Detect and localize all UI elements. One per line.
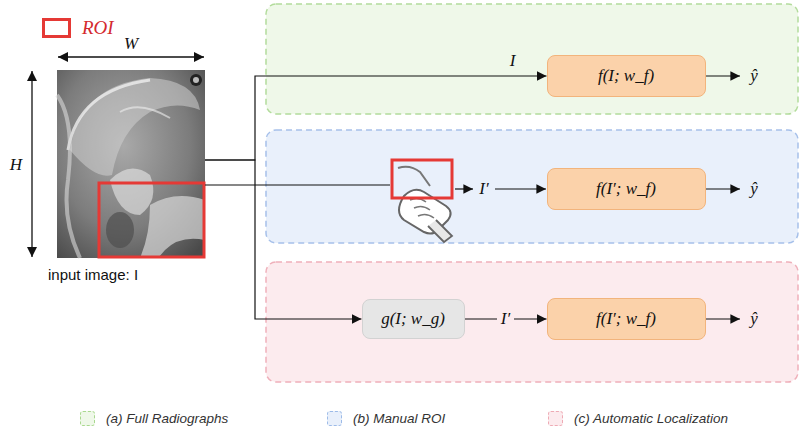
legend-swatch <box>548 411 563 426</box>
variable-label: I′ <box>479 179 488 199</box>
connector <box>205 160 362 319</box>
roi-line <box>205 184 390 185</box>
dimension-label: H <box>10 155 22 175</box>
arrow <box>455 188 473 189</box>
output-label: ŷ <box>750 179 758 199</box>
formula: f(I; w_f) <box>598 66 654 86</box>
classifier-box: f(I′; w_f) <box>547 168 706 210</box>
legend-swatch <box>80 411 95 426</box>
localizer-box: g(I; w_g) <box>362 299 465 339</box>
legend-text: (c) Automatic Localization <box>574 411 728 426</box>
legend-swatch <box>327 411 342 426</box>
band-blue <box>266 130 798 243</box>
height-arrow <box>31 71 32 257</box>
arrow <box>706 75 740 76</box>
legend-swatch <box>42 18 71 38</box>
band-pink <box>266 262 798 382</box>
output-label: ŷ <box>750 66 758 86</box>
arrow <box>495 188 546 189</box>
legend-item: (a) Full Radiographs <box>80 411 228 426</box>
legend-text: ROI <box>82 17 114 39</box>
legend-item: (b) Manual ROI <box>327 411 445 426</box>
output-label: ŷ <box>750 309 758 329</box>
band-green <box>266 4 798 114</box>
arrow <box>706 318 740 319</box>
formula: f(I′; w_f) <box>596 179 656 199</box>
legend-item: (c) Automatic Localization <box>548 411 728 426</box>
arrow <box>706 188 740 189</box>
formula: g(I; w_g) <box>381 309 445 329</box>
dimension-label: W <box>124 34 138 54</box>
input-image: input image: I <box>57 70 205 258</box>
image-caption: input image: I <box>48 266 138 283</box>
classifier-box: f(I′; w_f) <box>547 298 706 340</box>
classifier-box: f(I; w_f) <box>547 55 706 97</box>
edge-label: I <box>510 51 516 71</box>
legend-item: ROI <box>42 17 114 39</box>
hand-icon <box>392 160 452 242</box>
width-arrow <box>58 56 204 57</box>
edge-label: I′ <box>497 309 514 329</box>
legend-text: (a) Full Radiographs <box>106 411 228 426</box>
connector <box>205 76 547 160</box>
radiograph <box>57 70 205 258</box>
formula: f(I′; w_f) <box>596 309 656 329</box>
legend-text: (b) Manual ROI <box>353 411 445 426</box>
